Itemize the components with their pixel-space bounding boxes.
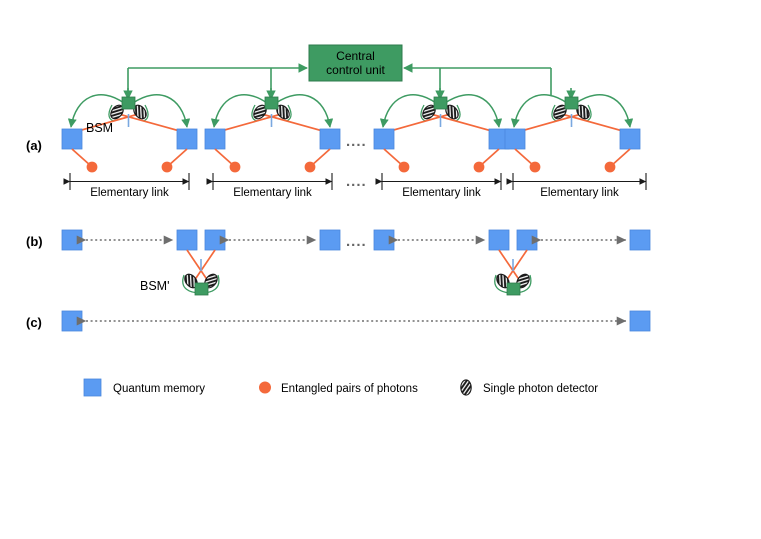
bsm-station-4[interactable] xyxy=(510,88,634,134)
elementary-link-label-2: Elementary link xyxy=(233,187,312,199)
quantum-memory-c2[interactable] xyxy=(629,310,651,332)
bsm-1-feedback-arc-left xyxy=(67,94,125,128)
entangled-photon-a4[interactable] xyxy=(304,161,316,173)
bsm-2-feedback-arc-left xyxy=(210,94,268,128)
quantum-memory-b8[interactable] xyxy=(629,229,651,251)
bsm-station-3[interactable] xyxy=(379,88,503,134)
row-a-group: (a) Central control unit xyxy=(26,44,647,199)
legend: Quantum memory Entangled pairs of photon… xyxy=(83,378,598,397)
bsm-2-feedback-arc-right xyxy=(275,94,334,128)
row-b-label: (b) xyxy=(26,234,43,249)
bsm-4-feedback-arc-right xyxy=(575,94,634,128)
bsm-3-feedback-arc-left xyxy=(379,94,437,128)
entangled-photon-a7[interactable] xyxy=(529,161,541,173)
quantum-memory-a2[interactable] xyxy=(176,128,198,150)
elementary-link-label-3: Elementary link xyxy=(402,187,481,199)
quantum-memory-a8[interactable] xyxy=(619,128,641,150)
bsm-station-1[interactable]: BSM xyxy=(67,88,191,135)
photon-link-a2 xyxy=(167,148,188,167)
legend-single-photon-detector-icon xyxy=(460,379,472,396)
quantum-memory-a1[interactable] xyxy=(61,128,83,150)
bsm-prime-node-square-1[interactable] xyxy=(194,282,209,296)
quantum-memory-b3[interactable] xyxy=(204,229,226,251)
bsm-station-2[interactable] xyxy=(210,88,334,134)
legend-entangled-photon-circle-icon xyxy=(259,381,271,394)
quantum-memory-a3[interactable] xyxy=(204,128,226,150)
entangled-photon-a3[interactable] xyxy=(229,161,241,173)
bsm-label-1: BSM xyxy=(86,121,113,135)
photon-link-a3 xyxy=(214,148,235,167)
row-c-label: (c) xyxy=(26,315,42,330)
bsm-1-photon-path-right xyxy=(114,112,188,134)
bsm-prime-node-square-2[interactable] xyxy=(506,282,521,296)
photon-link-a7 xyxy=(514,148,535,167)
quantum-memory-b4[interactable] xyxy=(319,229,341,251)
elementary-link-measure-4: Elementary link xyxy=(506,173,647,199)
legend-quantum-memory-square-icon xyxy=(83,378,102,397)
photon-link-a1 xyxy=(71,148,92,167)
quantum-memory-c1[interactable] xyxy=(61,310,83,332)
entangled-photon-a5[interactable] xyxy=(398,161,410,173)
central-control-unit-box[interactable] xyxy=(308,44,403,82)
quantum-memory-b1[interactable] xyxy=(61,229,83,251)
bsm-prime-2-photon-path-right xyxy=(505,249,528,282)
legend-label-entangled-photons: Entangled pairs of photons xyxy=(281,383,418,395)
row-a-label: (a) xyxy=(26,138,42,153)
bsm-2-photon-path-right xyxy=(257,112,331,134)
entangled-photon-a6[interactable] xyxy=(473,161,485,173)
quantum-memory-a5[interactable] xyxy=(373,128,395,150)
bsm-4-feedback-arc-left xyxy=(510,94,568,128)
bsm-1-feedback-arc-right xyxy=(132,94,191,128)
photon-link-a6 xyxy=(479,148,500,167)
elementary-link-measure-2: Elementary link xyxy=(206,173,333,199)
elementary-link-measure-1: Elementary link xyxy=(63,173,190,199)
elementary-link-measure-3: Elementary link xyxy=(375,173,502,199)
legend-label-single-photon-detector: Single photon detector xyxy=(483,383,598,395)
bsm-prime-label-1: BSM' xyxy=(140,279,169,293)
quantum-memory-a4[interactable] xyxy=(319,128,341,150)
entangled-photon-a2[interactable] xyxy=(161,161,173,173)
bsm-prime-station-2[interactable] xyxy=(494,249,532,296)
entangled-photon-a8[interactable] xyxy=(604,161,616,173)
bsm-node-square-4[interactable] xyxy=(564,96,579,110)
elementary-link-label-1: Elementary link xyxy=(90,187,169,199)
quantum-memory-b7[interactable] xyxy=(516,229,538,251)
entangled-photon-a1[interactable] xyxy=(86,161,98,173)
row-b-group: (b) .... xyxy=(26,229,651,296)
ccu-label-line2: control unit xyxy=(326,63,385,77)
row-a-ellipsis-bottom: .... xyxy=(346,173,367,190)
photon-link-a8 xyxy=(610,148,631,167)
ccu-label-line1: Central xyxy=(336,49,375,63)
photon-link-a5 xyxy=(383,148,404,167)
quantum-memory-b5[interactable] xyxy=(373,229,395,251)
row-c-group: (c) xyxy=(26,310,651,332)
bsm-prime-2-photon-path-left xyxy=(498,249,521,282)
legend-label-quantum-memory: Quantum memory xyxy=(113,383,205,395)
quantum-memory-b2[interactable] xyxy=(176,229,198,251)
photon-link-a4 xyxy=(310,148,331,167)
row-b-ellipsis: .... xyxy=(346,233,367,250)
bsm-node-square-2[interactable] xyxy=(264,96,279,110)
elementary-link-label-4: Elementary link xyxy=(540,187,619,199)
central-control-unit[interactable]: Central control unit xyxy=(308,44,403,82)
quantum-memory-b6[interactable] xyxy=(488,229,510,251)
bsm-prime-1-photon-path-left xyxy=(186,249,209,282)
bsm-node-square-3[interactable] xyxy=(433,96,448,110)
bsm-prime-1-photon-path-right xyxy=(193,249,216,282)
row-a-ellipsis-top: .... xyxy=(346,133,367,150)
bsm-4-photon-path-right xyxy=(557,112,631,134)
quantum-memory-a7[interactable] xyxy=(504,128,526,150)
bsm-node-square-1[interactable] xyxy=(121,96,136,110)
bsm-prime-station-1[interactable]: BSM' xyxy=(140,249,220,296)
bsm-3-feedback-arc-right xyxy=(444,94,503,128)
bsm-3-photon-path-right xyxy=(426,112,500,134)
